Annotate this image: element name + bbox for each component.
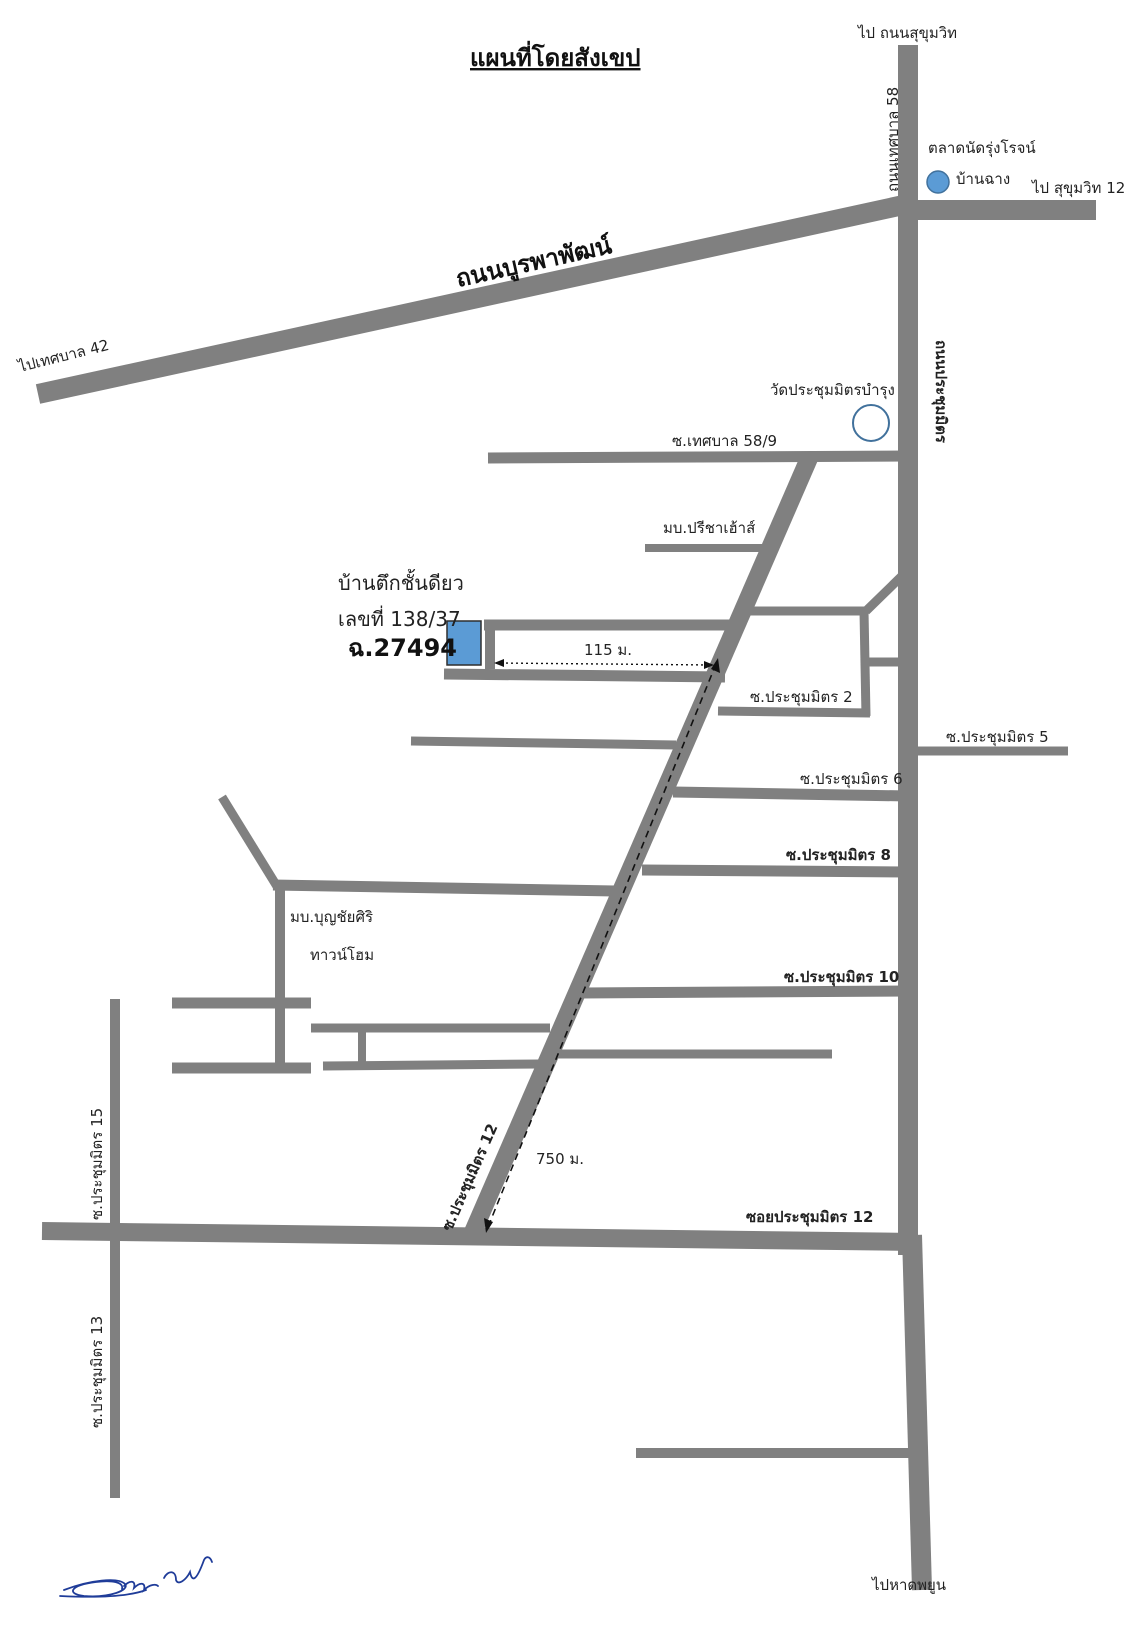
road-loop-diagonal: [862, 568, 910, 615]
label-ban-chang: บ้านฉาง: [956, 170, 1010, 188]
label-soi-prachummit-10: ซ.ประชุมมิตร 10: [784, 968, 899, 987]
label-distance-115: 115 ม.: [584, 641, 632, 659]
label-property-type: บ้านตึกชั้นดียว: [338, 569, 464, 595]
road-main-vertical-south: [902, 1234, 932, 1591]
temple-landmark-icon: [852, 404, 890, 442]
road-loop-east: [859, 610, 871, 717]
map-title: แผนที่โดยสังเขป: [470, 40, 641, 72]
label-market: ตลาดนัดรุ่งโรจน์: [928, 139, 1036, 158]
road-boonchai-main: [272, 879, 616, 897]
label-prachummit-road: ถนนประชุมมิตร: [931, 340, 950, 444]
label-soi-thetsaban-58-9: ซ.เทศบาล 58/9: [672, 432, 777, 450]
distance-750-indicator: [484, 658, 720, 1233]
label-village-townhome: ทาวน์โฮม: [310, 946, 374, 964]
road-burapha-phat: [35, 194, 911, 404]
label-distance-750: 750 ม.: [536, 1150, 584, 1168]
property-marker: [446, 620, 482, 666]
label-to-sukhumvit: ไป ถนนสุขุมวิท: [857, 24, 957, 43]
label-to-sukhumvit-12: ไป สุขุมวิท 12: [1031, 179, 1125, 198]
road-boonchai-diagonal: [218, 794, 282, 891]
distance-115-indicator: [494, 659, 714, 669]
road-soi-prachummit-12: [41, 1222, 916, 1251]
label-to-hat-phayun: ไปหาดพยูน: [871, 1576, 946, 1594]
label-soi-prachummit-8: ซ.ประชุมมิตร 8: [786, 846, 891, 865]
road-soi-prachummit-12-diagonal: [464, 452, 819, 1236]
label-soi-prachummit-13: ซ.ประชุมมิตร 13: [88, 1316, 107, 1428]
label-soi-prachummit-2: ซ.ประชุมมิตร 2: [750, 688, 853, 707]
road-soi-thetsaban-58-9: [487, 450, 909, 464]
road-soi-prachummit-6: [672, 786, 909, 802]
road-lane-b: [322, 1059, 541, 1071]
label-to-thetsaban-42: ไปเทศบาล 42: [16, 336, 111, 376]
market-landmark-icon: [926, 170, 950, 194]
road-soi-prachummit-10: [581, 985, 909, 999]
label-village-preecha: มบ.ปรีชาเฮ้าส์: [663, 519, 755, 537]
label-soi-prachummit-15: ซ.ประชุมมิตร 15: [88, 1108, 107, 1220]
label-north-road: ถนนเทศบาล 58: [884, 87, 902, 192]
label-soi-prachummit-12: ซอยประชุมมิตร 12: [746, 1208, 873, 1227]
label-village-boonchai: มบ.บุญชัยศิริ: [290, 908, 373, 927]
road-west-lane: [410, 736, 677, 750]
label-property-number: เลขที่ 138/37: [338, 605, 461, 631]
road-soi-prachummit-8: [641, 864, 909, 878]
road-property-lane-lower: [443, 668, 726, 683]
label-property-code: ฉ.27494: [348, 634, 457, 662]
label-temple: วัดประชุมมิตรบำรุง: [770, 381, 895, 400]
signature: [59, 1556, 213, 1598]
label-soi-prachummit-6: ซ.ประชุมมิตร 6: [800, 770, 903, 789]
road-soi-prachummit-2: [717, 706, 871, 718]
label-soi-prachummit-5: ซ.ประชุมมิตร 5: [946, 728, 1049, 747]
